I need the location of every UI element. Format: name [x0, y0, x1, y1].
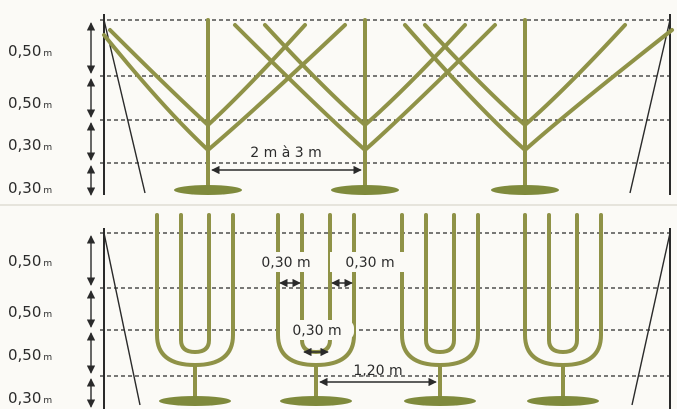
top-height-unit-4: m: [43, 186, 52, 196]
branch-gap-right-label: 0,30 m: [345, 255, 394, 271]
bottom-trees: [155, 213, 603, 400]
top-height-value-4: 0,30: [8, 179, 41, 197]
bottom-posts: [103, 228, 671, 409]
bottom-spacing-label: 1,20 m: [353, 363, 402, 379]
top-height-unit-3: m: [43, 143, 52, 153]
bottom-height-value-1: 0,50: [8, 252, 41, 270]
bottom-height-unit-3: m: [43, 353, 52, 363]
branch-gap-left-label: 0,30 m: [261, 255, 310, 271]
center-gap-dimension: 0,30 m: [280, 320, 354, 357]
top-trees: [102, 18, 674, 187]
svg-text:0,30m: 0,30m: [8, 179, 52, 197]
bottom-height-value-4: 0,30: [8, 389, 41, 407]
top-ground: [174, 185, 559, 195]
top-height-value-1: 0,50: [8, 42, 41, 60]
bottom-spacing-dimension: 1,20 m: [319, 363, 437, 387]
top-wires: [100, 19, 672, 164]
svg-text:0,30m: 0,30m: [8, 389, 52, 407]
svg-text:0,50m: 0,50m: [8, 94, 52, 112]
svg-text:0,50m: 0,50m: [8, 42, 52, 60]
top-spacing-label: 2 m à 3 m: [250, 145, 321, 161]
bottom-ground: [159, 396, 599, 406]
top-height-value-2: 0,50: [8, 94, 41, 112]
bottom-height-value-3: 0,50: [8, 346, 41, 364]
svg-text:0,30m: 0,30m: [8, 136, 52, 154]
svg-text:0,50m: 0,50m: [8, 346, 52, 364]
top-height-unit-1: m: [43, 49, 52, 59]
branch-gap-dimensions: 0,30 m 0,30 m: [246, 252, 410, 288]
bottom-height-unit-2: m: [43, 310, 52, 320]
bottom-height-unit-4: m: [43, 396, 52, 406]
svg-text:0,50m: 0,50m: [8, 303, 52, 321]
top-height-value-3: 0,30: [8, 136, 41, 154]
center-gap-label: 0,30 m: [292, 323, 341, 339]
top-spacing-dimension: 2 m à 3 m: [211, 145, 362, 175]
svg-text:0,50m: 0,50m: [8, 252, 52, 270]
bottom-height-unit-1: m: [43, 259, 52, 269]
top-posts: [103, 14, 671, 195]
top-height-unit-2: m: [43, 101, 52, 111]
bottom-height-value-2: 0,50: [8, 303, 41, 321]
